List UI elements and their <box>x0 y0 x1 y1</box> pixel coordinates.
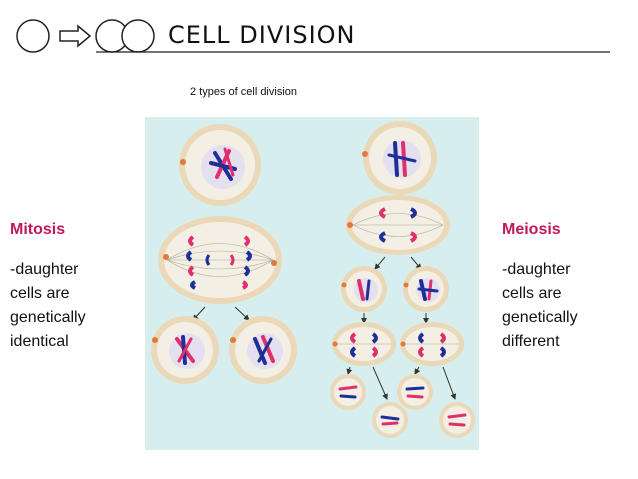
page-subtitle: 2 types of cell division <box>190 86 297 98</box>
mitosis-description: -daughter cells are genetically identica… <box>10 258 86 354</box>
cell-division-diagram <box>145 117 479 450</box>
mitosis-dividing-cell <box>158 216 282 304</box>
meiosis-line: cells are <box>502 285 562 302</box>
mitosis-line: cells are <box>10 285 70 302</box>
circle-icon <box>121 19 155 53</box>
mitosis-daughter-cell <box>151 316 219 384</box>
circle-icon <box>16 19 50 53</box>
meiosis-heading: Meiosis <box>502 221 561 238</box>
meiosis-line: -daughter <box>502 261 571 278</box>
mitosis-line: genetically <box>10 309 86 326</box>
meiosis-dividing-cell <box>346 195 450 255</box>
meiosis-label: Meiosis -daughter cells are genetically … <box>502 218 578 354</box>
meiosis-gamete-cell <box>372 402 408 438</box>
meiosis-second-division-cell <box>332 322 396 366</box>
meiosis-line: genetically <box>502 309 578 326</box>
mitosis-label: Mitosis -daughter cells are genetically … <box>10 218 86 354</box>
meiosis-second-division-cell <box>400 322 464 366</box>
meiosis-description: -daughter cells are genetically differen… <box>502 258 578 354</box>
meiosis-line: different <box>502 333 560 350</box>
mitosis-heading: Mitosis <box>10 221 66 238</box>
mitosis-parent-cell <box>179 124 261 206</box>
mitosis-line: -daughter <box>10 261 79 278</box>
arrow-icon <box>59 24 92 48</box>
page-title: CELL DIVISION <box>168 21 356 49</box>
mitosis-line: identical <box>10 333 69 350</box>
meiosis-gamete-cell <box>439 402 475 438</box>
meiosis-parent-cell <box>362 121 437 195</box>
mitosis-daughter-cell <box>229 316 297 384</box>
header-decoration <box>16 19 610 53</box>
meiosis-intermediate-cell <box>341 266 387 312</box>
meiosis-gamete-cell <box>330 374 366 410</box>
meiosis-gamete-cell <box>397 374 433 410</box>
meiosis-intermediate-cell <box>403 266 449 312</box>
